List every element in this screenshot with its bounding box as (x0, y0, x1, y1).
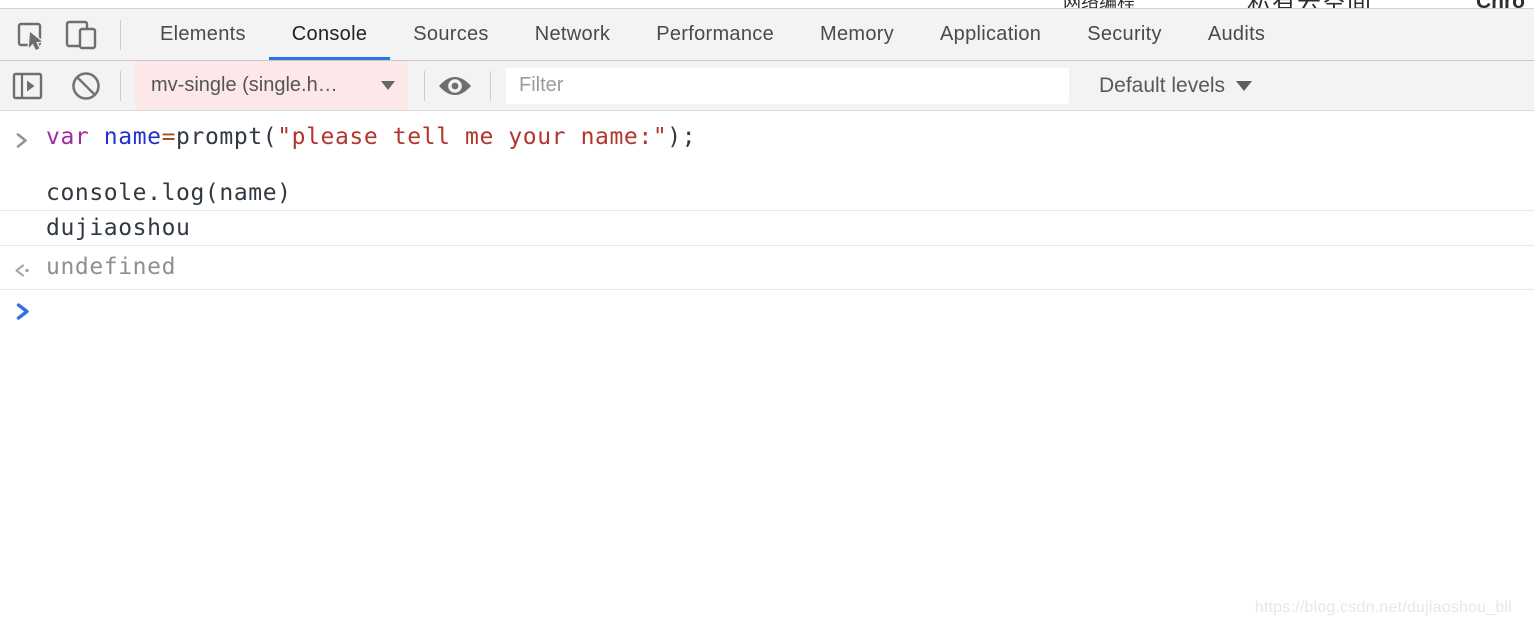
token-variable: name (103, 124, 162, 150)
token-operator: = (161, 124, 177, 150)
command-line-1: var name=prompt("please tell me your nam… (46, 123, 1534, 179)
tab-security[interactable]: Security (1087, 23, 1162, 45)
return-value-arrow-icon (12, 259, 32, 285)
device-toolbar-icon[interactable] (64, 20, 100, 50)
bookmarks-bar: 网络编程 私有云空间 Chro (0, 0, 1534, 8)
log-levels-dropdown[interactable]: Default levels (1099, 73, 1253, 98)
context-selector-label: mv-single (single.h… (151, 74, 338, 96)
toolbar-separator (120, 70, 121, 101)
result-value-text: undefined (46, 254, 177, 280)
toolbar-separator (424, 70, 425, 101)
clear-console-icon[interactable] (70, 70, 102, 102)
tab-audits[interactable]: Audits (1207, 23, 1266, 45)
inspect-element-icon[interactable] (16, 20, 46, 50)
tab-elements[interactable]: Elements (160, 23, 246, 45)
tab-sources[interactable]: Sources (413, 23, 489, 45)
tab-console[interactable]: Console (268, 9, 391, 60)
log-levels-label: Default levels (1099, 73, 1226, 97)
panel-tabs: Elements Console Sources Network Perform… (137, 9, 1288, 60)
tab-memory[interactable]: Memory (820, 23, 895, 45)
console-result-message: undefined (0, 246, 1534, 290)
tab-application[interactable]: Application (940, 23, 1042, 45)
tabbar-left-icons (16, 19, 135, 50)
blog-watermark: https://blog.csdn.net/dujiaoshou_bll (1254, 599, 1512, 616)
toolbar-separator (490, 70, 491, 101)
javascript-context-selector[interactable]: mv-single (single.h… (135, 61, 408, 110)
console-command-echo: var name=prompt("please tell me your nam… (0, 111, 1534, 211)
token-punctuation: ); (667, 124, 697, 150)
console-input-prompt[interactable] (0, 290, 1534, 330)
tab-performance[interactable]: Performance (656, 23, 774, 45)
chevron-down-icon (381, 81, 395, 90)
console-toolbar: mv-single (single.h… Default levels (0, 61, 1534, 111)
command-line-2: console.log(name) (46, 180, 292, 206)
prompt-chevron-icon (15, 301, 31, 327)
tab-network[interactable]: Network (534, 23, 611, 45)
console-sidebar-toggle-icon[interactable] (12, 70, 44, 102)
command-chevron-icon (15, 129, 29, 155)
bookmark-item[interactable]: 网络编程 (1063, 0, 1135, 8)
token-function-call: prompt( (176, 124, 278, 150)
chevron-down-icon (1236, 80, 1253, 91)
devtools-tabbar: Elements Console Sources Network Perform… (0, 8, 1534, 61)
token-keyword: var (46, 124, 104, 150)
console-log-message: dujiaoshou (0, 211, 1534, 246)
toolbar-separator (120, 19, 121, 50)
filter-input[interactable] (506, 67, 1069, 104)
live-expression-eye-icon[interactable] (437, 72, 473, 100)
bookmark-item[interactable]: 私有云空间 (1247, 0, 1372, 8)
console-messages: var name=prompt("please tell me your nam… (0, 111, 1534, 330)
bookmark-item[interactable]: Chro (1476, 0, 1525, 8)
log-output-text: dujiaoshou (46, 215, 191, 241)
token-string: "please tell me your name:" (277, 124, 668, 150)
